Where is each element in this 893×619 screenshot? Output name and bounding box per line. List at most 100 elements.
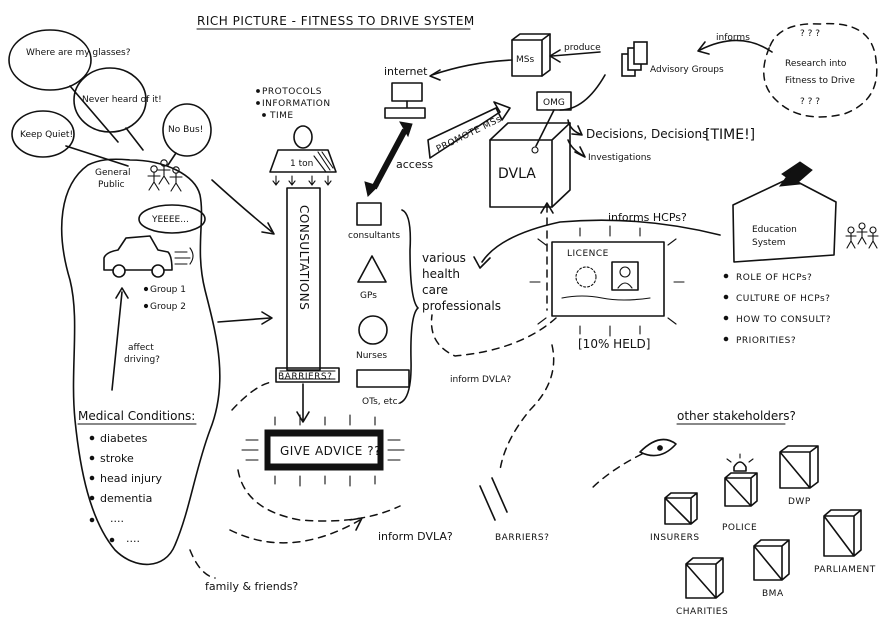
ots-icon: [357, 370, 409, 387]
hcp-label-health: health: [422, 267, 460, 281]
speech-bubble-keep-quiet: Keep Quiet!: [12, 111, 128, 166]
bubble-text-no-bus: No Bus!: [168, 125, 203, 135]
group-1-label: Group 1: [150, 285, 186, 295]
hcp-label-various: various: [422, 251, 466, 265]
need-information: INFORMATION: [262, 99, 331, 109]
bubble-text-keep-quiet: Keep Quiet!: [20, 130, 73, 140]
charities-label: CHARITIES: [676, 607, 728, 617]
education-building-icon: Education System: [733, 162, 836, 262]
bubble-text-never-heard: Never heard of it!: [82, 95, 162, 105]
podium-label: 1 ton: [290, 159, 313, 169]
medical-conditions-title: Medical Conditions:: [78, 409, 195, 423]
research-cloud: ? ? ? Research into Fitness to Drive ? ?…: [764, 24, 877, 117]
police-label: POLICE: [722, 523, 757, 533]
education-item: ROLE OF HCPs?: [736, 273, 812, 283]
licence-held-label: [10% HELD]: [578, 337, 650, 351]
public-figures-icon: [148, 160, 182, 191]
education-item: HOW TO CONSULT?: [736, 315, 831, 325]
bubble-text-glasses: Where are my glasses?: [26, 48, 131, 58]
condition-item: ....: [126, 532, 140, 545]
nurses-icon: [359, 316, 387, 344]
advisory-groups-label: Advisory Groups: [650, 65, 724, 75]
give-advice-text: GIVE ADVICE ??: [280, 444, 381, 458]
general-public-label-2: Public: [98, 180, 125, 190]
speech-bubble-glasses: Where are my glasses?: [9, 30, 131, 142]
clinician-podium-icon: 1 ton: [270, 126, 336, 185]
role-consultants: consultants: [348, 231, 400, 241]
hcp-label-care: care: [422, 283, 448, 297]
car-shout-bubble: YEEEE...: [139, 205, 205, 233]
role-nurses: Nurses: [356, 351, 387, 361]
bma-label: BMA: [762, 589, 784, 599]
condition-item: diabetes: [100, 432, 148, 445]
omg-box: OMG: [537, 92, 571, 110]
inform-dvla-label-2: inform DVLA?: [378, 530, 453, 543]
barriers-banner-text: BARRIERS?: [278, 372, 332, 382]
informs-label: informs: [716, 33, 750, 43]
role-gps: GPs: [360, 291, 377, 301]
consultations-label: CONSULTATIONS: [297, 205, 311, 310]
condition-item: ....: [110, 512, 124, 525]
decisions-label: Decisions, Decisions: [586, 127, 708, 141]
research-text-2: Fitness to Drive: [785, 76, 855, 86]
students-icon: [846, 223, 878, 248]
condition-item: dementia: [100, 492, 152, 505]
internet-label: internet: [384, 65, 428, 78]
affect-label: affect: [128, 343, 154, 353]
dvla-label: DVLA: [498, 166, 536, 182]
car-shout-text: YEEEE...: [151, 215, 189, 225]
research-qmarks-top: ? ? ?: [800, 29, 820, 39]
msss-box: MSs: [512, 34, 550, 76]
access-label: access: [396, 158, 433, 171]
licence-label: LICENCE: [567, 249, 609, 259]
computer-icon: [385, 83, 425, 118]
stakeholder-parliament: PARLIAMENT: [814, 510, 876, 575]
family-friends-label: family & friends?: [205, 580, 298, 593]
stakeholder-insurers: INSURERS: [650, 493, 700, 543]
stakeholders-title: other stakeholders?: [677, 409, 796, 423]
affect-label-2: driving?: [124, 355, 160, 365]
condition-item: head injury: [100, 472, 163, 485]
diagram-title: RICH PICTURE - FITNESS TO DRIVE SYSTEM: [197, 14, 475, 28]
need-protocols: PROTOCOLS: [262, 87, 322, 97]
group-2-label: Group 2: [150, 302, 186, 312]
gps-icon: [358, 256, 386, 282]
research-text-1: Research into: [785, 59, 847, 69]
research-qmarks-bottom: ? ? ?: [800, 97, 820, 107]
general-public-label: General: [95, 168, 130, 178]
education-questions-list: ROLE OF HCPs? CULTURE OF HCPs? HOW TO CO…: [724, 273, 831, 346]
investigations-label: Investigations: [588, 153, 651, 163]
inform-dvla-label-1: inform DVLA?: [450, 375, 511, 385]
advisory-groups-icon: [622, 42, 647, 76]
education-label-1: Education: [752, 225, 797, 235]
condition-item: stroke: [100, 452, 134, 465]
stakeholder-bma: BMA: [754, 540, 789, 599]
education-item: CULTURE OF HCPs?: [736, 294, 830, 304]
education-label-2: System: [752, 238, 786, 248]
msss-label: MSs: [516, 55, 534, 65]
dwp-label: DWP: [788, 497, 811, 507]
dvla-box: DVLA: [490, 123, 570, 207]
insurers-label: INSURERS: [650, 533, 700, 543]
time-label: [TIME!]: [705, 127, 755, 143]
informs-hcps-label: informs HCPs?: [608, 211, 687, 224]
omg-label: OMG: [543, 98, 565, 108]
speech-bubble-never-heard: Never heard of it!: [74, 68, 162, 150]
role-ots: OTs, etc.: [362, 397, 400, 407]
produce-label: produce: [564, 43, 601, 53]
car-icon: [104, 236, 193, 277]
parliament-label: PARLIAMENT: [814, 565, 876, 575]
promote-msss-arrow: PROMOTE MSs: [428, 102, 510, 158]
education-item: PRIORITIES?: [736, 336, 796, 346]
barriers-road-label: BARRIERS?: [495, 533, 549, 543]
stakeholder-charities: CHARITIES: [676, 558, 728, 617]
stakeholder-dwp: DWP: [780, 446, 818, 507]
give-advice-box: GIVE ADVICE ??: [242, 415, 404, 486]
speech-bubble-no-bus: No Bus!: [163, 104, 211, 165]
licence-card: LICENCE: [530, 226, 684, 336]
consultants-icon: [357, 203, 381, 225]
need-time: TIME: [269, 111, 294, 121]
hcp-label-professionals: professionals: [422, 299, 501, 313]
stakeholder-police: POLICE: [722, 454, 757, 533]
